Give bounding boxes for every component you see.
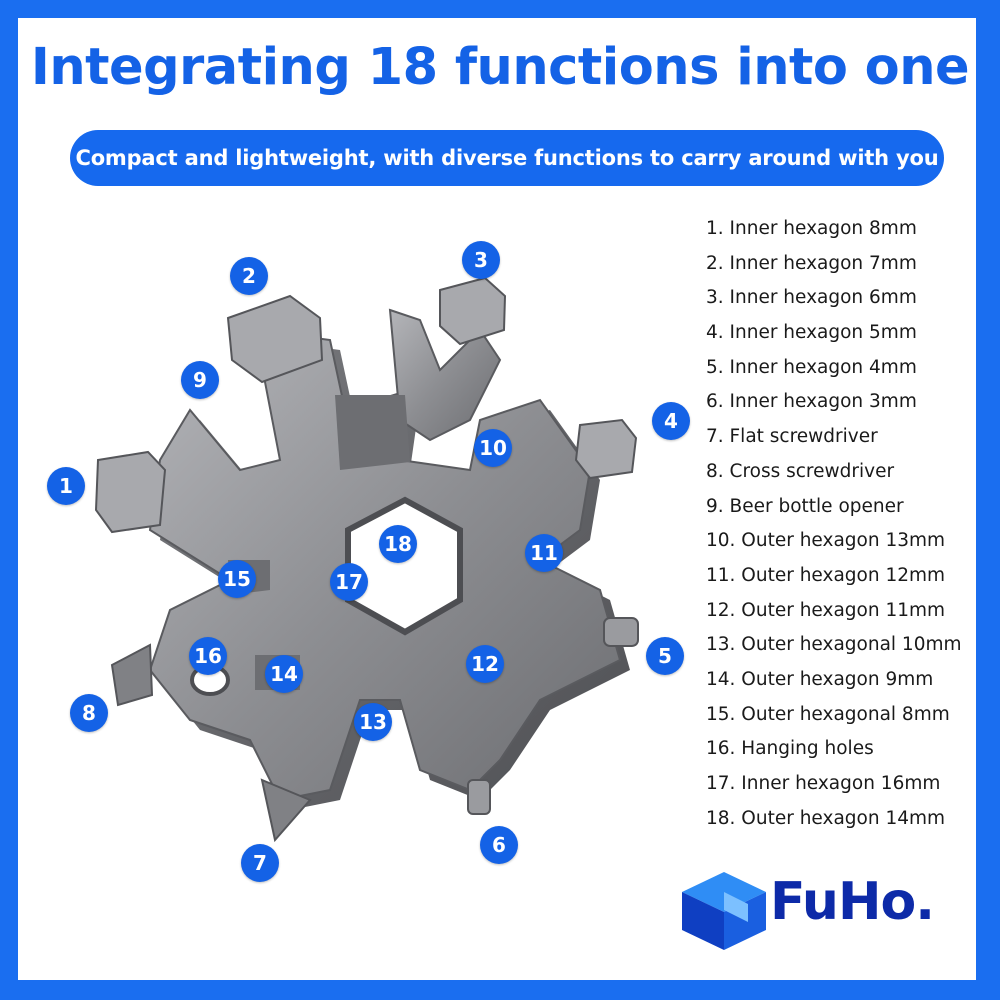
badge-17: 17 [330, 563, 368, 601]
list-item: 4. Inner hexagon 5mm [706, 322, 917, 344]
cube-logo-icon [682, 872, 766, 950]
list-item: 10. Outer hexagon 13mm [706, 530, 946, 552]
bit-flat-screwdriver [260, 778, 312, 843]
brand-name: FuHo. [770, 872, 935, 932]
page-title: Integrating 18 functions into one [30, 38, 970, 97]
list-item: 7. Flat screwdriver [706, 426, 878, 448]
list-item: 2. Inner hexagon 7mm [706, 252, 917, 274]
list-item: 15. Outer hexagonal 8mm [706, 703, 950, 725]
badge-6: 6 [480, 826, 518, 864]
list-item: 11. Outer hexagon 12mm [706, 564, 946, 586]
list-item: 6. Inner hexagon 3mm [706, 391, 917, 413]
list-item: 18. Outer hexagon 14mm [706, 807, 946, 829]
list-item: 9. Beer bottle opener [706, 495, 904, 517]
badge-10: 10 [474, 429, 512, 467]
badge-4: 4 [652, 402, 690, 440]
badge-13: 13 [354, 703, 392, 741]
list-item: 14. Outer hexagon 9mm [706, 668, 934, 690]
list-item: 16. Hanging holes [706, 738, 874, 760]
bit-hex-4mm [603, 617, 639, 647]
badge-11: 11 [525, 534, 563, 572]
badge-9: 9 [181, 361, 219, 399]
badge-2: 2 [230, 257, 268, 295]
list-item: 3. Inner hexagon 6mm [706, 287, 917, 309]
list-item: 5. Inner hexagon 4mm [706, 356, 917, 378]
list-item: 1. Inner hexagon 8mm [706, 218, 917, 239]
function-list: 1. Inner hexagon 8mm 2. Inner hexagon 7m… [706, 212, 962, 836]
badge-15: 15 [218, 560, 256, 598]
list-item: 13. Outer hexagonal 10mm [706, 634, 962, 656]
badge-3: 3 [462, 241, 500, 279]
subtitle-banner: Compact and lightweight, with diverse fu… [70, 130, 944, 186]
badge-8: 8 [70, 694, 108, 732]
list-item: 12. Outer hexagon 11mm [706, 599, 946, 621]
badge-16: 16 [189, 637, 227, 675]
bit-cross-screwdriver [110, 643, 154, 707]
badge-14: 14 [265, 655, 303, 693]
list-item: 8. Cross screwdriver [706, 460, 895, 482]
bit-hex-8mm [94, 450, 167, 534]
subtitle-text: Compact and lightweight, with diverse fu… [75, 146, 939, 170]
badge-12: 12 [466, 645, 504, 683]
badge-7: 7 [241, 844, 279, 882]
bit-hex-3mm [467, 779, 491, 815]
center-hex-hole [345, 496, 463, 636]
badge-5: 5 [646, 637, 684, 675]
bit-hex-6mm [439, 276, 507, 346]
bit-hex-5mm [574, 418, 638, 480]
list-item: 17. Inner hexagon 16mm [706, 773, 941, 794]
badge-18: 18 [379, 525, 417, 563]
bit-hex-7mm [226, 294, 324, 384]
badge-1: 1 [47, 467, 85, 505]
